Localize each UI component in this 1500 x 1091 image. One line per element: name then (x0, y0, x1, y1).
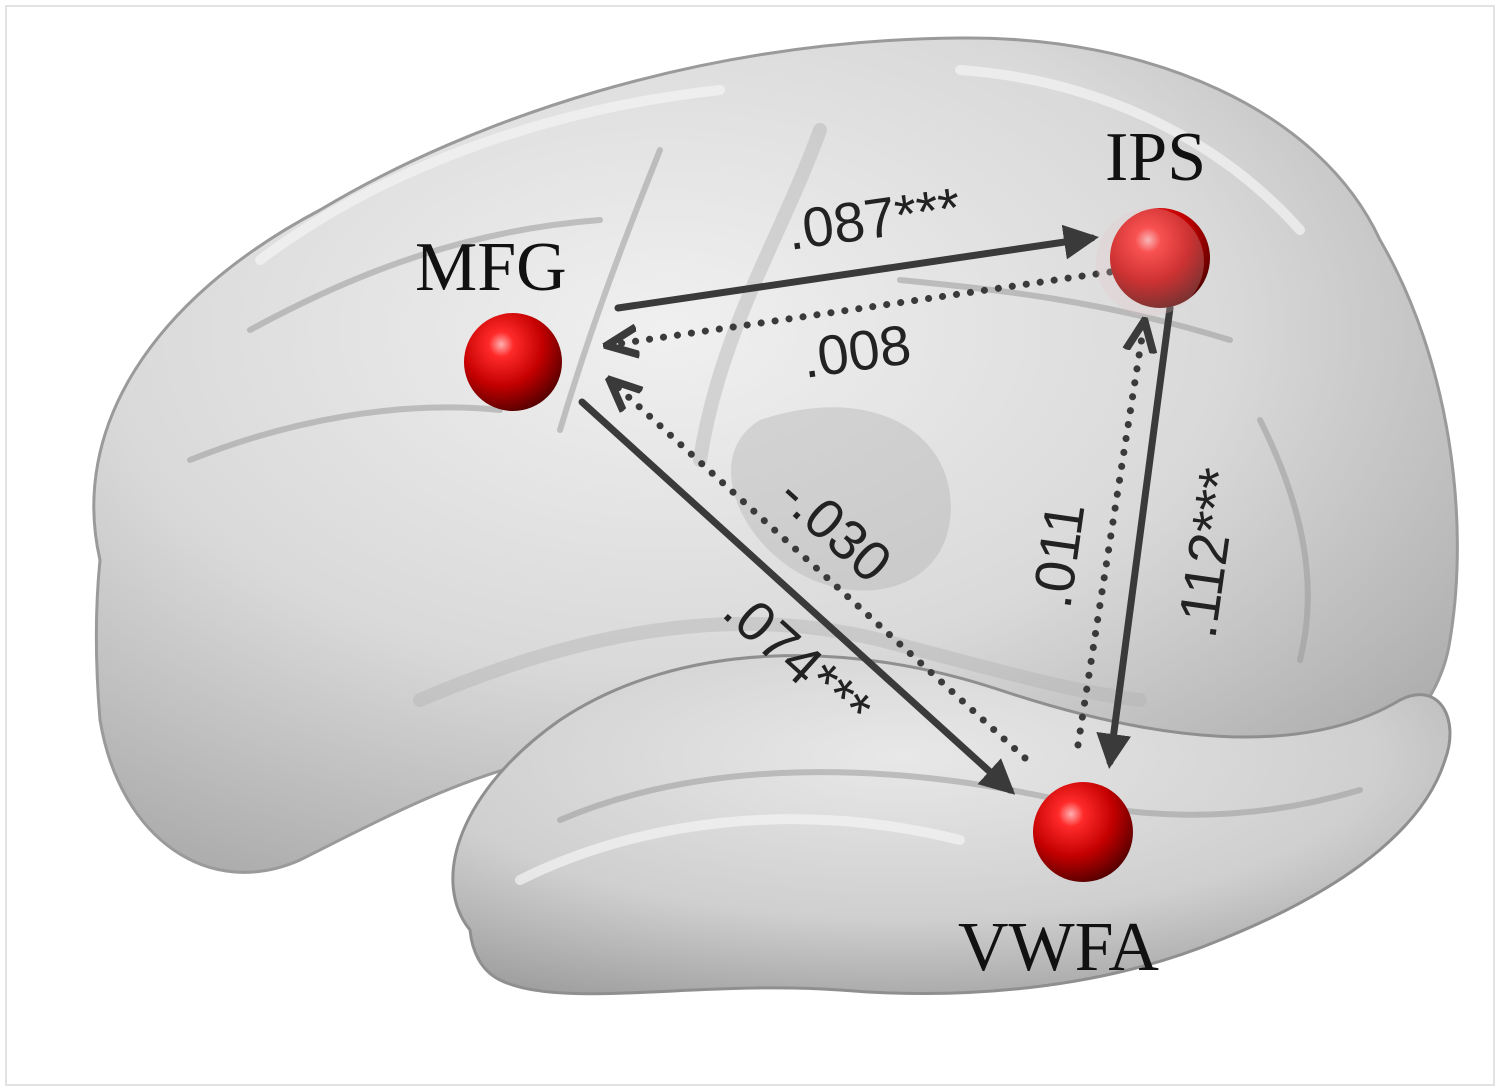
occipital-fold (1257, 417, 1311, 663)
figure-border (5, 5, 1495, 1086)
arrow-ips-to-vwfa (1096, 304, 1174, 769)
node-mfg-sphere (464, 313, 562, 411)
arrow-mfg-to-ips (614, 224, 1099, 312)
superior-frontal-sulcus (247, 217, 603, 333)
label-vwfa-to-ips: .011 (1019, 499, 1096, 612)
sylvian-fissure (413, 616, 1147, 707)
region-label-vwfa: VWFA (958, 909, 1159, 986)
region-label-mfg: MFG (415, 229, 567, 306)
region-labels: MFG IPS VWFA (415, 119, 1206, 986)
precentral-sulcus (557, 147, 663, 433)
nodes (464, 208, 1210, 882)
gyrus-highlight-parietal (955, 65, 1305, 235)
node-vwfa-sphere (1033, 782, 1133, 882)
label-ips-to-mfg: .008 (798, 312, 915, 390)
arrow-mfg-to-vwfa (578, 398, 1016, 795)
arrow-vwfa-to-mfg (612, 382, 1029, 762)
inferior-frontal-sulcus (187, 404, 503, 463)
gyrus-highlight-frontal (255, 85, 725, 265)
superior-temporal-sulcus (557, 769, 1363, 823)
node-ips-sphere (1110, 208, 1210, 308)
arrow-ips-to-mfg (610, 268, 1114, 345)
gyrus-highlight-temporal (515, 814, 965, 885)
region-label-ips: IPS (1105, 119, 1206, 196)
temporal-lobe (451, 654, 1452, 996)
intraparietal-sulcus (897, 277, 1233, 343)
insula-shadow (731, 407, 951, 591)
arrow-vwfa-to-ips (1074, 324, 1144, 749)
connections (578, 224, 1174, 795)
node-ips-halo (1096, 208, 1204, 316)
